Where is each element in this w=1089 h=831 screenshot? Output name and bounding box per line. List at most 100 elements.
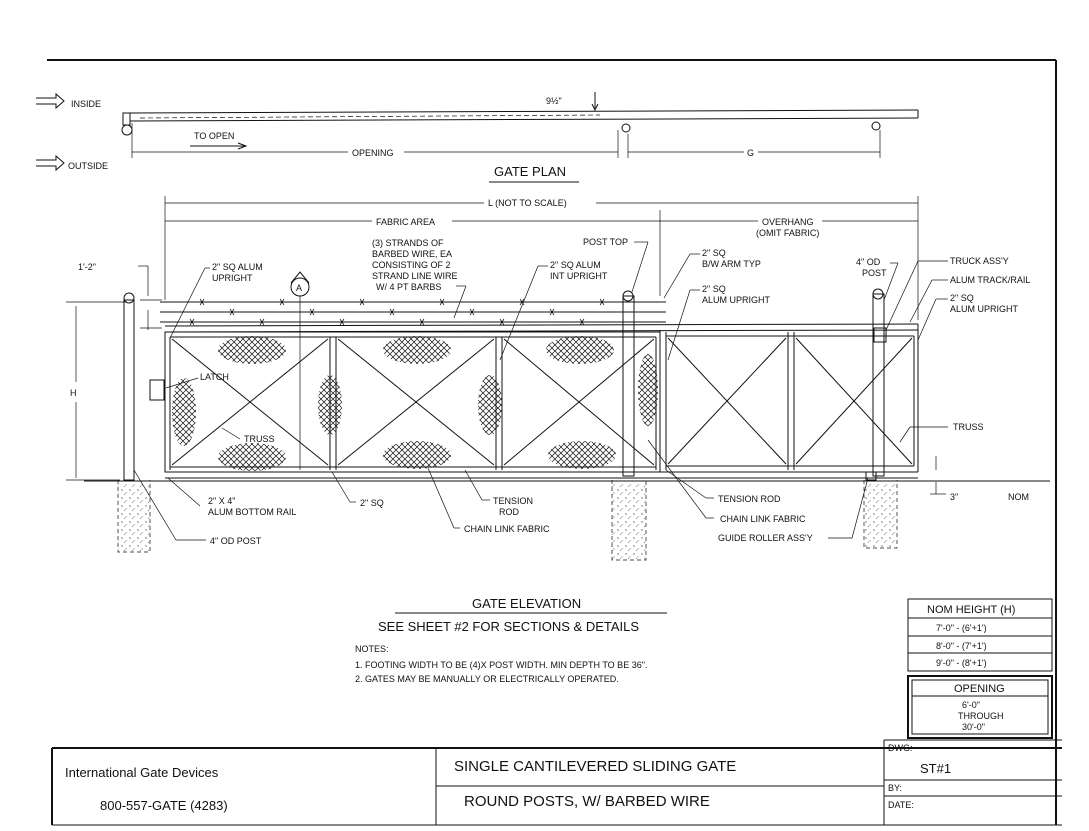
drawing-title-line1: SINGLE CANTILEVERED SLIDING GATE: [454, 758, 736, 775]
truss-right-label: TRUSS: [953, 422, 984, 432]
height-table: NOM HEIGHT (H) 7'-0" - (6'+1') 8'-0" - (…: [907, 598, 1053, 672]
three-inch-label: 3": [950, 492, 958, 502]
barbs: [189, 298, 605, 326]
outside-arrow-icon: [36, 154, 65, 172]
h-dim-label: H: [70, 388, 77, 398]
svg-text:INT UPRIGHT: INT UPRIGHT: [550, 271, 608, 281]
omit-fabric-label: (OMIT FABRIC): [756, 228, 819, 238]
svg-text:2" SQ: 2" SQ: [950, 293, 974, 303]
od-post-top-callout: 4" OD POST: [856, 257, 899, 301]
overhang-label: OVERHANG: [762, 217, 814, 227]
alum-upright-callout: 2" SQ ALUM UPRIGHT: [667, 284, 771, 361]
truss-x: [171, 337, 913, 466]
latch: [149, 379, 165, 401]
nom-label: NOM: [1008, 492, 1029, 502]
top-rail: [164, 323, 919, 327]
to-open-label: TO OPEN: [194, 131, 234, 141]
bottom-rail-callout: 2" X 4" ALUM BOTTOM RAIL: [167, 477, 296, 517]
height-table-header: NOM HEIGHT (H): [927, 604, 1015, 616]
svg-text:TRUCK ASS'Y: TRUCK ASS'Y: [950, 256, 1009, 266]
svg-text:CONSISTING OF 2: CONSISTING OF 2: [372, 260, 451, 270]
chain-link-fabric: [172, 336, 658, 471]
sq-right-callout: 2" SQ ALUM UPRIGHT: [917, 293, 1019, 341]
chain-link-right-callout: CHAIN LINK FABRIC: [647, 439, 806, 524]
svg-text:2" X 4": 2" X 4": [208, 496, 235, 506]
opening-line: 30'-0": [962, 722, 985, 732]
svg-text:ALUM UPRIGHT: ALUM UPRIGHT: [702, 295, 771, 305]
od-post-bottom-callout: 4" OD POST: [133, 469, 262, 546]
svg-text:POST TOP: POST TOP: [583, 237, 628, 247]
inside-arrow-icon: [36, 92, 65, 110]
gate-plan-title: GATE PLAN: [494, 164, 566, 179]
int-upright-callout: 2" SQ ALUM INT UPRIGHT: [499, 260, 608, 361]
track-callout: ALUM TRACK/RAIL: [909, 275, 1030, 323]
tension-rod-right-callout: TENSION ROD: [665, 469, 781, 504]
gate-plan-rail: [129, 109, 919, 114]
opening-line: THROUGH: [958, 711, 1004, 721]
svg-text:POST: POST: [862, 268, 887, 278]
post-top-callout: POST TOP: [583, 237, 649, 293]
company-phone: 800-557-GATE (4283): [100, 798, 228, 813]
svg-text:ALUM TRACK/RAIL: ALUM TRACK/RAIL: [950, 275, 1030, 285]
dwg-label: DWG:: [888, 743, 913, 753]
l-dim-label: L (NOT TO SCALE): [488, 198, 567, 208]
svg-text:ROD: ROD: [499, 507, 520, 517]
svg-text:4" OD: 4" OD: [856, 257, 881, 267]
opening-dim-label: OPENING: [352, 148, 394, 158]
offset-label: 9½": [546, 96, 562, 106]
svg-text:TENSION ROD: TENSION ROD: [718, 494, 781, 504]
latch-post-icon: [121, 124, 133, 136]
post-offset-label: 1'-2": [78, 262, 96, 272]
svg-text:STRAND LINE WIRE: STRAND LINE WIRE: [372, 271, 458, 281]
support-post: [622, 295, 635, 477]
truck-callout: TRUCK ASS'Y: [885, 256, 1009, 331]
svg-text:GUIDE ROLLER ASS'Y: GUIDE ROLLER ASS'Y: [718, 533, 813, 543]
svg-text:W/ 4 PT BARBS: W/ 4 PT BARBS: [376, 282, 441, 292]
title-block: International Gate Devices 800-557-GATE …: [65, 739, 1062, 825]
truck-assembly: [873, 327, 887, 343]
tension-rod-left-callout: TENSION ROD: [464, 469, 533, 517]
svg-text:CHAIN LINK FABRIC: CHAIN LINK FABRIC: [720, 514, 806, 524]
svg-text:BARBED WIRE, EA: BARBED WIRE, EA: [372, 249, 452, 259]
guide-roller: [865, 471, 877, 481]
svg-text:TENSION: TENSION: [493, 496, 533, 506]
sheet-border: [47, 59, 1062, 826]
height-row: 9'-0" - (8'+1'): [936, 658, 987, 668]
company-name: International Gate Devices: [65, 765, 219, 780]
note-2: 2. GATES MAY BE MANUALLY OR ELECTRICALLY…: [355, 674, 619, 684]
svg-text:2" SQ: 2" SQ: [360, 498, 384, 508]
truss-left-label: TRUSS: [244, 434, 275, 444]
notes: NOTES: 1. FOOTING WIDTH TO BE (4)X POST …: [355, 644, 647, 684]
latch-post: [123, 299, 135, 481]
svg-text:UPRIGHT: UPRIGHT: [212, 273, 253, 283]
svg-text:2" SQ ALUM: 2" SQ ALUM: [550, 260, 601, 270]
chain-link-left-callout: CHAIN LINK FABRIC: [427, 467, 550, 534]
height-row: 7'-0" - (6'+1'): [936, 623, 987, 633]
svg-text:2" SQ: 2" SQ: [702, 248, 726, 258]
svg-text:2" SQ ALUM: 2" SQ ALUM: [212, 262, 263, 272]
notes-heading: NOTES:: [355, 644, 389, 654]
gate-elevation-title: GATE ELEVATION: [472, 596, 581, 611]
outside-label: OUTSIDE: [68, 161, 108, 171]
guide-roller-callout: GUIDE ROLLER ASS'Y: [718, 477, 869, 543]
by-label: BY:: [888, 783, 902, 793]
callout-a-label: A: [296, 283, 302, 293]
svg-text:ALUM UPRIGHT: ALUM UPRIGHT: [950, 304, 1019, 314]
dwg-value: ST#1: [920, 761, 951, 776]
latch-label: LATCH: [200, 372, 229, 382]
svg-text:(3) STRANDS OF: (3) STRANDS OF: [372, 238, 444, 248]
svg-text:2" SQ: 2" SQ: [702, 284, 726, 294]
opening-table-header: OPENING: [954, 683, 1005, 695]
height-row: 8'-0" - (7'+1'): [936, 641, 987, 651]
roller-post-icon: [871, 121, 881, 131]
svg-text:CHAIN LINK FABRIC: CHAIN LINK FABRIC: [464, 524, 550, 534]
drawing-title-line2: ROUND POSTS, W/ BARBED WIRE: [464, 793, 710, 810]
gate-elevation: L (NOT TO SCALE) FABRIC AREA OVERHANG (O…: [66, 196, 1050, 634]
support-post: [872, 293, 885, 477]
note-1: 1. FOOTING WIDTH TO BE (4)X POST WIDTH. …: [355, 660, 647, 670]
svg-text:B/W ARM TYP: B/W ARM TYP: [702, 259, 761, 269]
barbed-wire-callout: (3) STRANDS OF BARBED WIRE, EA CONSISTIN…: [372, 238, 467, 319]
svg-text:ALUM BOTTOM RAIL: ALUM BOTTOM RAIL: [208, 507, 296, 517]
bw-arm-callout: 2" SQ B/W ARM TYP: [663, 248, 761, 299]
